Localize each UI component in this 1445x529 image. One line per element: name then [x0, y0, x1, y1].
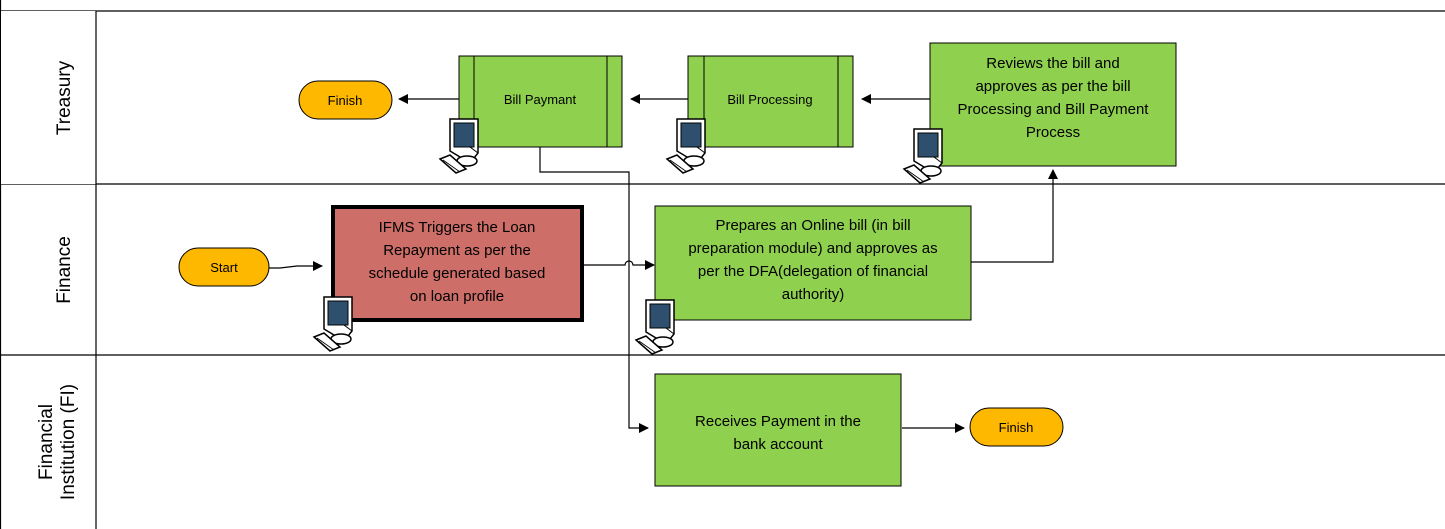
finish-terminator-treasury: Finish [298, 80, 393, 120]
connector-ifms-to-prepares [583, 260, 655, 270]
connector-payment-to-receives [539, 147, 649, 433]
receives-label-line-2: bank account [733, 436, 823, 453]
lane-fi-header: Financial Institution (FI) [36, 384, 79, 500]
finish-label-treasury: Finish [328, 93, 363, 108]
reviews-bill-process: Reviews the bill and approves as per the… [929, 42, 1177, 167]
start-label: Start [210, 260, 238, 275]
computer-icon [635, 299, 675, 355]
prepares-label-line-1: Prepares an Online bill (in bill [715, 217, 910, 234]
lane-treasury-header: Treasury [1, 11, 97, 529]
ifms-label-line-3: schedule generated based [369, 265, 546, 282]
connectors [269, 94, 1058, 433]
prepares-label-line-2: preparation module) and approves as [688, 240, 937, 257]
lane-treasury-label: Treasury [54, 60, 75, 135]
bill-processing-subprocess: Bill Processing [687, 55, 854, 148]
receives-label-line-1: Receives Payment in the [695, 413, 861, 430]
lane-fi-label-line1: Financial [36, 404, 57, 480]
ifms-trigger-process: IFMS Triggers the Loan Repayment as per … [331, 205, 584, 322]
finish-terminator-fi: Finish [969, 407, 1064, 447]
start-terminator: Start [178, 247, 270, 287]
lane-finance-header: Finance [54, 236, 75, 304]
connector-prepares-to-reviews [971, 169, 1058, 263]
computer-icon [666, 118, 706, 174]
bill-processing-label: Bill Processing [727, 92, 812, 107]
prepares-label-line-3: per the DFA(delegation of financial [698, 263, 928, 280]
reviews-label-line-1: Reviews the bill and [986, 55, 1119, 72]
reviews-label-line-3: Processing and Bill Payment [958, 101, 1150, 118]
lane-fi-label-line2: Institution (FI) [58, 384, 79, 500]
bill-payment-label: Bill Paymant [504, 92, 577, 107]
reviews-label-line-2: approves as per the bill [975, 78, 1130, 95]
receives-payment-process: Receives Payment in the bank account [654, 373, 902, 487]
connector-start-to-ifms [269, 261, 323, 271]
computer-icon [313, 296, 353, 352]
finish-label-fi: Finish [999, 420, 1034, 435]
computer-icon [439, 118, 479, 174]
prepares-online-bill-process: Prepares an Online bill (in bill prepara… [654, 205, 972, 321]
computer-icon [903, 128, 943, 184]
ifms-label-line-4: on loan profile [410, 288, 504, 305]
lane-finance-label: Finance [54, 236, 75, 304]
prepares-label-line-4: authority) [782, 286, 845, 303]
bill-payment-subprocess: Bill Paymant [458, 55, 623, 148]
reviews-label-line-4: Process [1026, 124, 1080, 141]
ifms-label-line-1: IFMS Triggers the Loan [379, 219, 536, 236]
ifms-label-line-2: Repayment as per the [383, 242, 531, 259]
